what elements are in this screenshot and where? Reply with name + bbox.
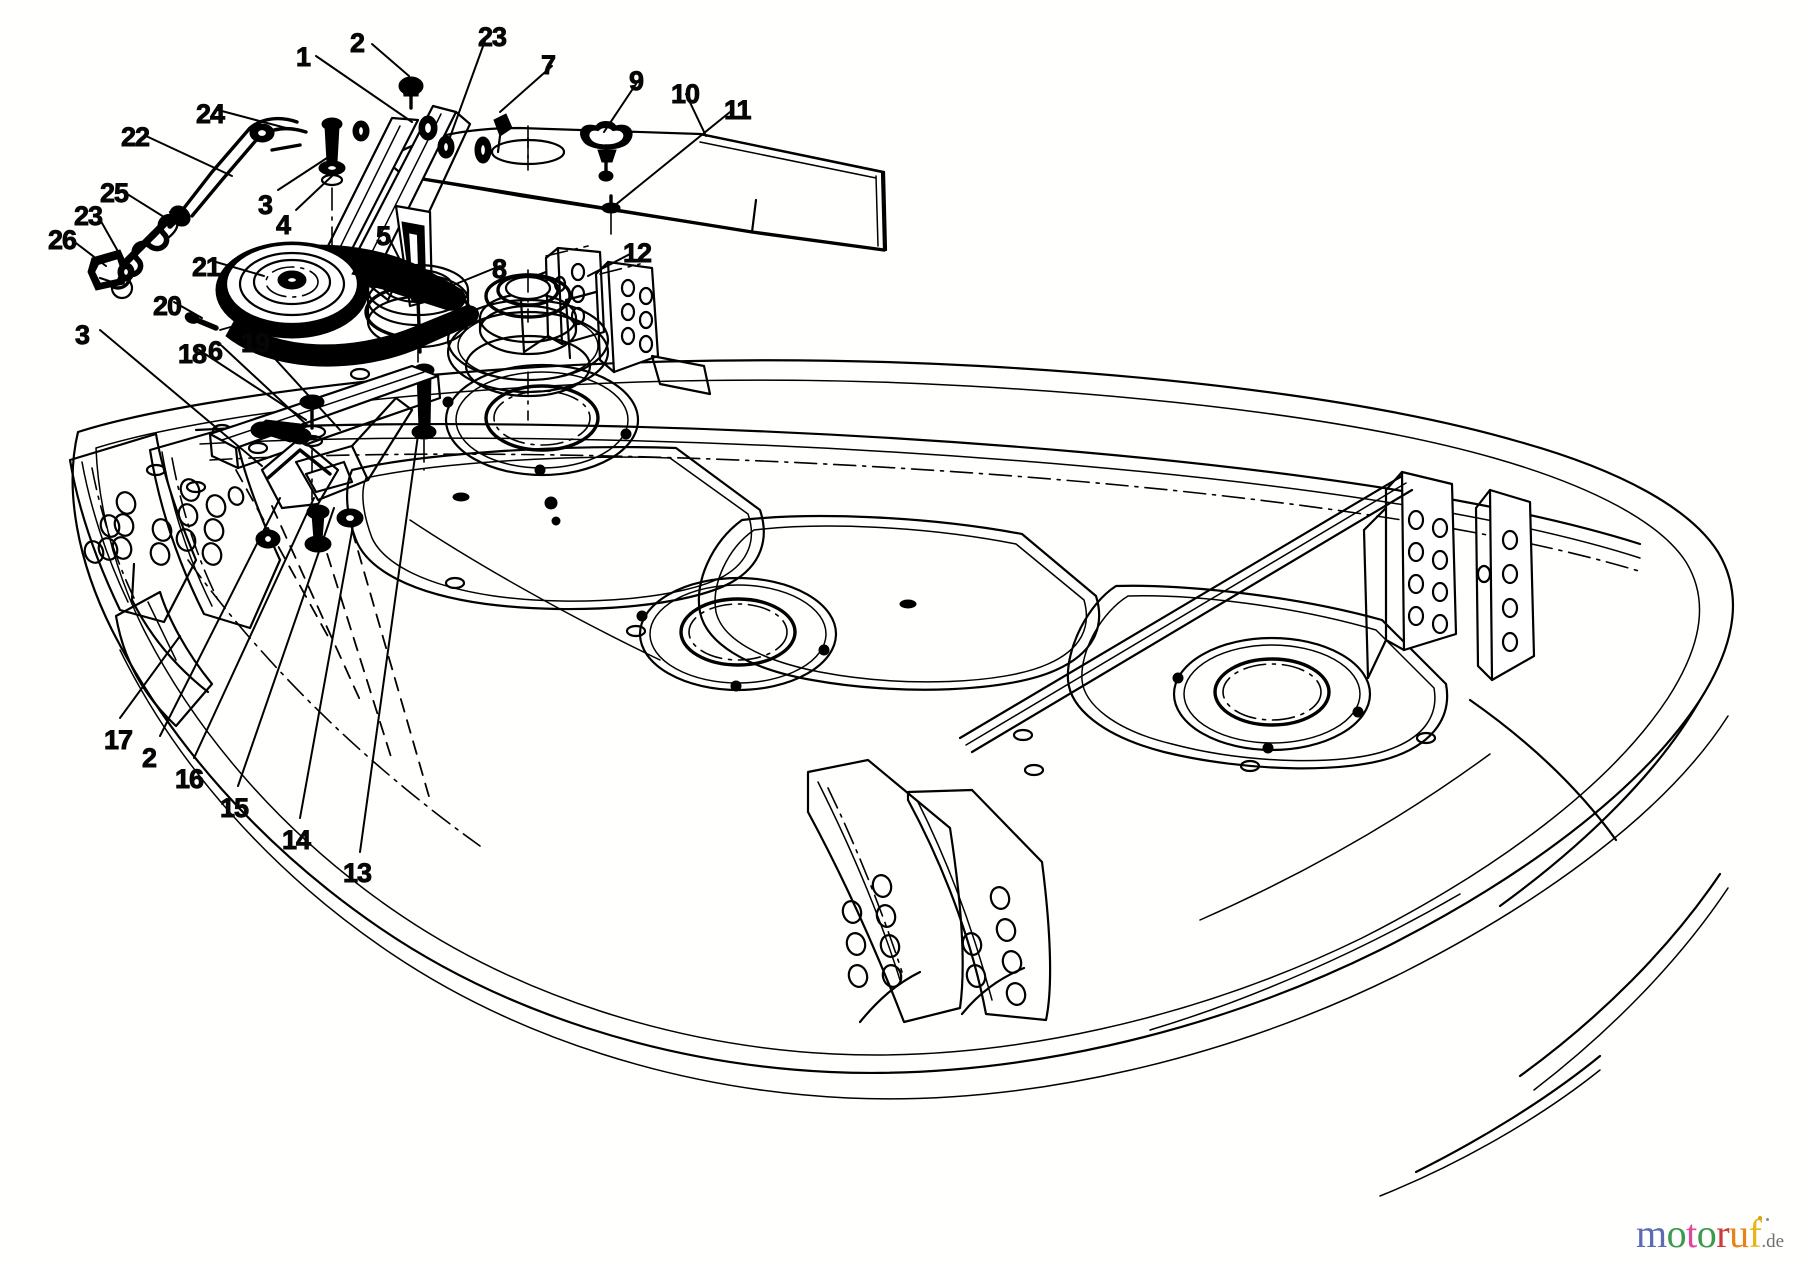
- bottom-deflector-plates: [806, 758, 1052, 1024]
- callout-2: 2: [350, 28, 366, 58]
- watermark-letter-f: f: [1748, 1211, 1762, 1256]
- belt-cover-guard: [383, 121, 888, 252]
- spindle-pulley-center: [446, 269, 610, 421]
- watermark-letter-t: t: [1686, 1211, 1697, 1256]
- callout-9: 9: [629, 66, 645, 96]
- perforations-bracket-a: [1407, 509, 1449, 635]
- spindle-bosses: [442, 363, 1372, 754]
- perforations-upper-b: [620, 278, 654, 354]
- callout-23-left: 23: [74, 201, 104, 231]
- perforations-upper-a: [553, 262, 586, 326]
- callout-25: 25: [100, 178, 130, 208]
- callout-3-upper: 3: [258, 190, 274, 220]
- callout-15: 15: [220, 793, 250, 823]
- callout-21: 21: [192, 252, 222, 282]
- watermark-letter-r: r: [1716, 1211, 1730, 1256]
- callout-16: 16: [175, 764, 205, 794]
- perforations-inner: [149, 478, 245, 566]
- watermark-letter-m: m: [1636, 1211, 1667, 1256]
- callout-5: 5: [376, 221, 392, 251]
- spring-rod-assembly: [87, 116, 308, 331]
- perforations-left: [83, 491, 137, 564]
- callout-22: 22: [121, 122, 151, 152]
- motoruf-watermark: motoruf.de: [1636, 1214, 1784, 1254]
- callout-18: 18: [178, 339, 208, 369]
- callout-10: 10: [671, 79, 701, 109]
- callout-leader-lines: [71, 37, 731, 853]
- perforations-bottom-right: [961, 886, 1027, 1006]
- spindle-pulley-left: [364, 263, 472, 471]
- right-mount-brackets: [958, 470, 1536, 754]
- left-deflector-plates: [68, 424, 282, 728]
- watermark-letter-u: u: [1729, 1211, 1749, 1256]
- callout-3-lower: 3: [75, 320, 91, 350]
- pivot-bolt-stack: [318, 117, 346, 251]
- callout-13: 13: [343, 858, 373, 888]
- callout-11: 11: [724, 95, 752, 125]
- callout-24: 24: [196, 99, 226, 129]
- callout-1: 1: [296, 42, 312, 72]
- callout-4: 4: [276, 210, 292, 240]
- callout-12: 12: [623, 238, 653, 268]
- callout-17: 17: [104, 725, 134, 755]
- wing-knob: [580, 121, 633, 182]
- callout-26: 26: [48, 225, 78, 255]
- callout-6: 6: [208, 336, 224, 366]
- perforations-bracket-b: [1476, 529, 1519, 653]
- rail-fasteners: [255, 394, 364, 553]
- adjuster-rail-bracket: [208, 364, 442, 553]
- watermark-letter-o2: o: [1696, 1211, 1717, 1256]
- deck-lower-contours: [187, 519, 1729, 1197]
- perforations-bottom-left: [841, 874, 903, 988]
- upper-mount-brackets: [518, 245, 712, 396]
- callout-19: 19: [241, 328, 271, 358]
- callout-8: 8: [492, 254, 508, 284]
- arm-top-bolt: [398, 76, 424, 110]
- callout-7: 7: [541, 50, 557, 80]
- callout-23-top: 23: [478, 22, 508, 52]
- tension-spring: [118, 205, 191, 278]
- watermark-dot-gray: [1766, 1218, 1769, 1221]
- callout-14: 14: [282, 825, 312, 855]
- watermark-dot-gold: [1758, 1216, 1762, 1220]
- mower-deck-shell: [71, 359, 1735, 1100]
- watermark-tld: .de: [1761, 1231, 1785, 1252]
- callout-2-lower: 2: [142, 743, 158, 773]
- callout-20: 20: [153, 291, 183, 321]
- watermark-letter-o1: o: [1666, 1211, 1687, 1256]
- guard-fastener: [601, 194, 621, 237]
- deck-fastener-holes: [145, 348, 1437, 777]
